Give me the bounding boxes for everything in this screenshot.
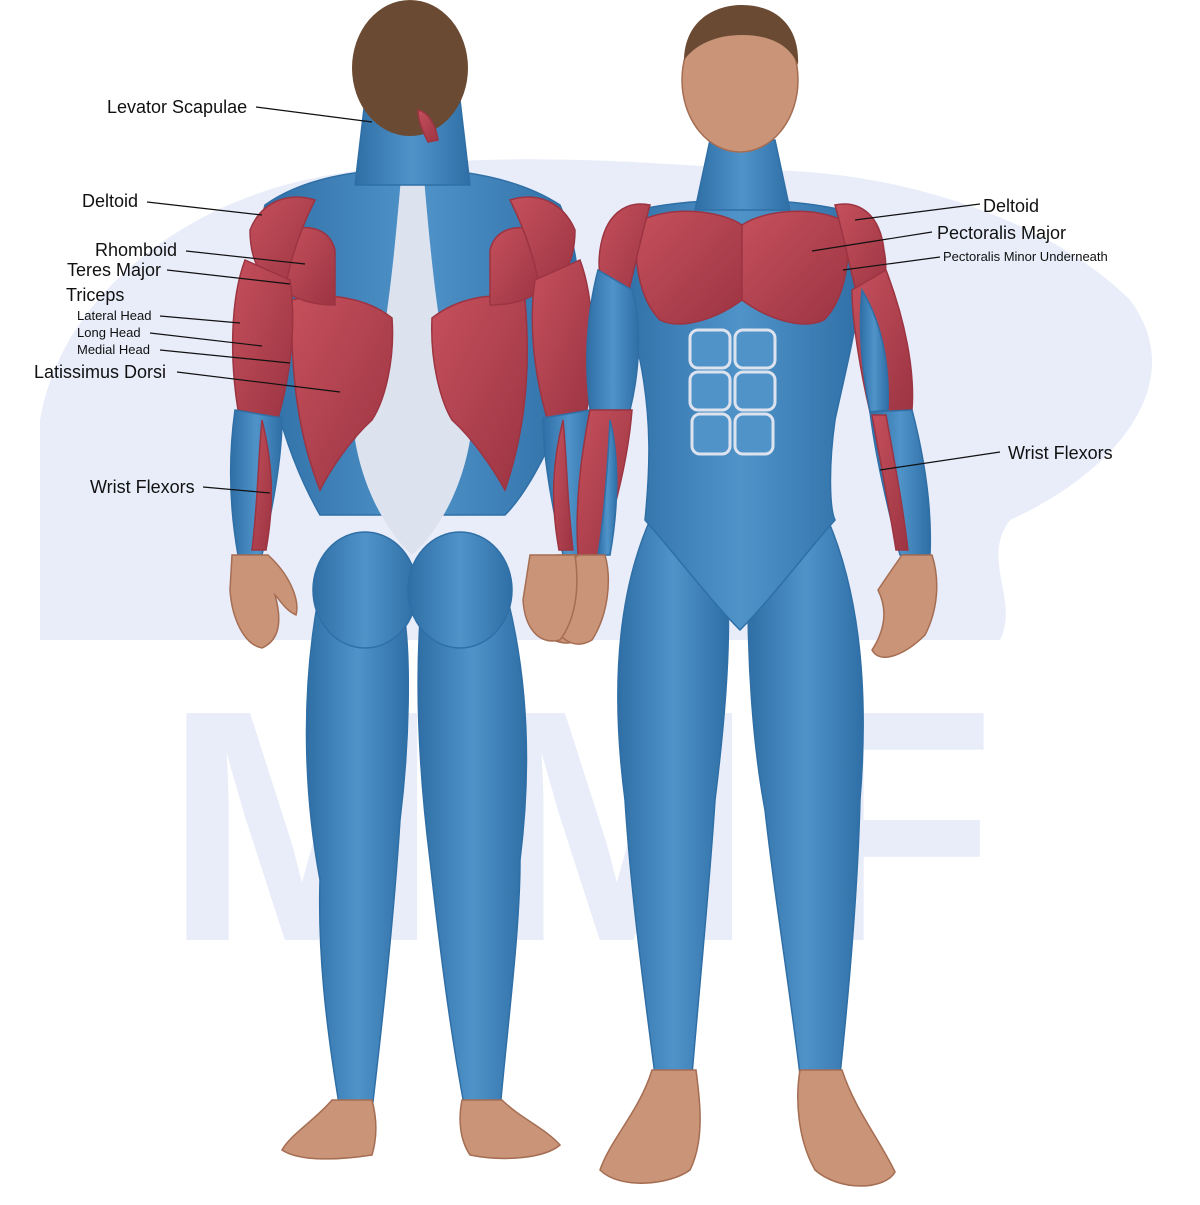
leader-medial-head bbox=[159, 349, 291, 364]
front-right-foot bbox=[797, 1069, 896, 1187]
front-left-upper-arm bbox=[586, 268, 640, 411]
back-spine-tendon bbox=[355, 130, 470, 555]
front-right-pectoralis-major bbox=[741, 210, 849, 325]
leader-pectoralis-major bbox=[811, 231, 933, 252]
back-right-leg bbox=[417, 599, 528, 1111]
leader-front-wrist-flexors bbox=[879, 451, 1001, 471]
watermark-text: MMF bbox=[164, 641, 1035, 1010]
leader-teres-major bbox=[166, 269, 291, 285]
label-front-deltoid: Deltoid bbox=[983, 196, 1040, 216]
leader-back-deltoid bbox=[146, 201, 263, 216]
label-pectoralis-minor: Pectoralis Minor Underneath bbox=[943, 249, 1108, 264]
front-view-figure bbox=[522, 5, 938, 1187]
back-view-figure bbox=[229, 0, 596, 1160]
front-right-hand bbox=[871, 554, 938, 658]
back-right-triceps bbox=[531, 258, 594, 419]
leader-rhomboid bbox=[185, 250, 306, 265]
leader-pectoralis-minor bbox=[842, 256, 941, 271]
back-right-latissimus-dorsi bbox=[430, 295, 529, 492]
back-head bbox=[352, 0, 468, 136]
back-right-rhomboid bbox=[489, 227, 541, 306]
label-rhomboid: Rhomboid bbox=[95, 240, 178, 260]
label-triceps: Triceps bbox=[66, 285, 125, 305]
front-abdominals bbox=[688, 328, 777, 456]
label-levator-scapulae: Levator Scapulae bbox=[107, 97, 248, 117]
back-right-wrist-flexors bbox=[552, 419, 574, 551]
label-lateral-head: Lateral Head bbox=[77, 308, 152, 323]
back-left-glute bbox=[312, 531, 418, 649]
leader-lateral-head bbox=[159, 315, 241, 324]
label-pectoralis-major: Pectoralis Major bbox=[937, 223, 1067, 243]
back-right-glute bbox=[407, 531, 513, 649]
label-back-wrist-flexors: Wrist Flexors bbox=[90, 477, 195, 497]
leader-long-head bbox=[149, 332, 263, 347]
label-front-wrist-flexors: Wrist Flexors bbox=[1008, 443, 1113, 463]
back-left-hand bbox=[229, 554, 298, 649]
label-back-deltoid: Deltoid bbox=[82, 191, 139, 211]
front-left-pectoralis-major bbox=[635, 210, 743, 325]
leader-levator-scapulae bbox=[255, 106, 373, 123]
leader-back-wrist-flexors bbox=[202, 486, 271, 494]
back-left-rhomboid bbox=[284, 227, 336, 306]
label-long-head: Long Head bbox=[77, 325, 141, 340]
back-right-foot bbox=[459, 1099, 562, 1160]
back-levator-scapulae bbox=[417, 109, 439, 143]
front-left-foot bbox=[599, 1069, 701, 1184]
label-medial-head: Medial Head bbox=[77, 342, 150, 357]
label-teres-major: Teres Major bbox=[67, 260, 162, 280]
back-left-latissimus-dorsi bbox=[291, 295, 394, 492]
leader-lines bbox=[146, 106, 1001, 494]
label-latissimus-dorsi: Latissimus Dorsi bbox=[34, 362, 167, 382]
back-left-leg bbox=[305, 599, 410, 1111]
front-left-wrist-skin bbox=[522, 554, 578, 642]
back-left-foot bbox=[281, 1099, 377, 1160]
leader-front-deltoid bbox=[854, 203, 981, 221]
front-hair bbox=[684, 5, 799, 65]
leader-latissimus-dorsi bbox=[176, 371, 341, 393]
back-left-wrist-flexors bbox=[251, 419, 273, 551]
front-right-wrist-flexors bbox=[871, 414, 909, 551]
